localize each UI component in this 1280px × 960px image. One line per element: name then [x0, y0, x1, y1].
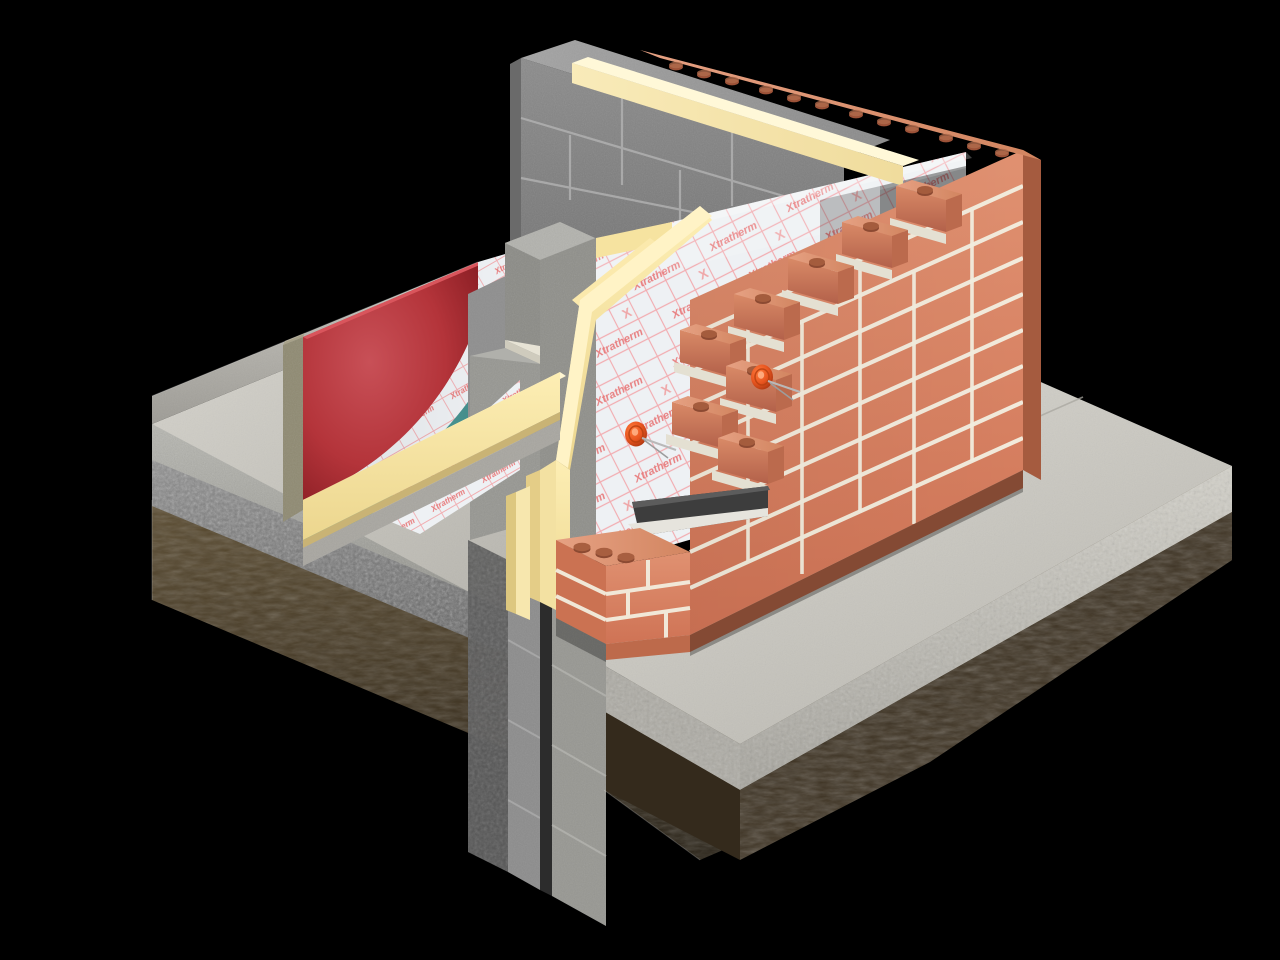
external-paving: [560, 372, 1232, 790]
layer-label-sand: Sand blinding: [4, 81, 101, 98]
layer-label-pir-cavity: PIR cavity board: [4, 193, 121, 210]
brick-front-return: [555, 528, 691, 644]
cut-brick: [718, 432, 784, 484]
brick-base-course: [606, 470, 1023, 660]
wall-tie: [643, 439, 669, 459]
block-wall-inner-face: [510, 58, 521, 244]
pir-floor-edge-front: [303, 372, 566, 548]
layer-label-soil: Subsoil: [4, 49, 56, 66]
damp-proof-course: [628, 486, 770, 536]
cut-brick: [842, 216, 908, 268]
foundation-cavity: [540, 578, 552, 896]
insulation-brand-label: Xtratherm: [4, 33, 74, 50]
scene-title: Cavity wall to ground floor junction cut…: [4, 1, 311, 18]
fixing-disc: [751, 364, 801, 401]
slab-front-sliver: [303, 420, 560, 566]
brick-stepped-cut: [666, 180, 962, 496]
pir-left-return: [506, 486, 530, 620]
floor-finish-red: [303, 262, 482, 500]
mortar: [720, 398, 776, 424]
layer-label-hardcore: Hardcore: [4, 65, 70, 82]
layer-label-pir-floor: PIR floor insulation: [4, 113, 138, 130]
insulation-fixings: [625, 364, 801, 459]
mortar: [674, 362, 730, 388]
layer-label-brick: Brick outer leaf: [4, 209, 111, 226]
wall-tie: [767, 380, 801, 393]
layer-label-dpm: Damp proof membrane: [4, 129, 169, 146]
edge-band: [283, 333, 305, 522]
brick-top-course: [640, 50, 1041, 160]
pir-core-diagonal-edge: [556, 206, 712, 470]
layer-label-screed: Screed: [4, 145, 55, 162]
layer-label-paving: External paving: [4, 241, 114, 258]
mortar: [728, 326, 784, 352]
layer-label-block: Block inner leaf: [4, 177, 114, 194]
cut-brick: [896, 180, 962, 232]
layer-label-dpc: DPC: [4, 225, 38, 242]
brick-outer-leaf: [555, 50, 1041, 660]
wall-tie: [769, 382, 794, 401]
brick-right-return: [1023, 150, 1041, 480]
cut-brick: [734, 288, 800, 340]
pir-core-top-edge: [572, 57, 919, 186]
mortar: [666, 434, 722, 460]
layer-label-finish: Floor finish: [4, 161, 82, 178]
cut-brick: [788, 252, 854, 304]
brick-perforations-front: [573, 542, 635, 564]
cut-edge-steps: [151, 261, 701, 861]
mortar: [890, 218, 946, 244]
mortar: [836, 254, 892, 280]
wall-tie: [641, 437, 677, 451]
scene-subject: Full-fill / partial-fill PIR cavity wall…: [4, 17, 468, 34]
contact-shadows: [556, 470, 1023, 662]
layer-label-slab: Concrete slab: [4, 97, 103, 114]
mortar-bed: [505, 322, 596, 364]
foundation-blockwork: [468, 540, 607, 926]
mortar: [782, 290, 838, 316]
fixing-disc: [625, 421, 677, 459]
